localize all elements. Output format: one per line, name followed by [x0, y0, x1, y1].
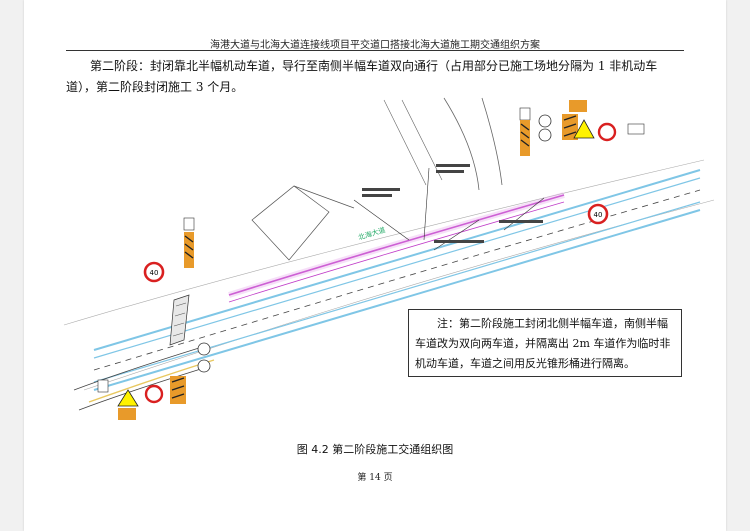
- road-name-label: 北海大道: [357, 225, 386, 242]
- figure-caption: 图 4.2 第二阶段施工交通组织图: [296, 443, 454, 456]
- document-header: 海港大道与北海大道连接线项目平交道口搭接北海大道施工期交通组织方案: [210, 40, 540, 51]
- bicycle-signs: [197, 342, 211, 373]
- upper-sign-cluster: [519, 100, 645, 156]
- speed-limit-sign-right: 40: [587, 203, 609, 225]
- document-page: 海港大道与北海大道连接线项目平交道口搭接北海大道施工期交通组织方案 第二阶段：封…: [24, 0, 726, 531]
- stage-description: 第二阶段：封闭靠北半幅机动车道，导行至南侧半幅车道双向通行（占用部分已施工场地分…: [66, 59, 658, 94]
- left-sign-cluster: [183, 217, 195, 268]
- svg-text:40: 40: [150, 269, 159, 277]
- header-divider: [66, 50, 684, 51]
- page-number: 第 14 页: [357, 473, 393, 483]
- speed-limit-sign-left: 40: [143, 261, 165, 283]
- traffic-organization-drawing: 北海大道 40: [63, 97, 715, 420]
- figure-note: 注：第二阶段施工封闭北侧半幅车道，南侧半幅车道改为双向两车道，并隔离出 2m 车…: [408, 309, 682, 377]
- svg-text:40: 40: [594, 211, 603, 219]
- lower-sign-cluster: [97, 376, 186, 420]
